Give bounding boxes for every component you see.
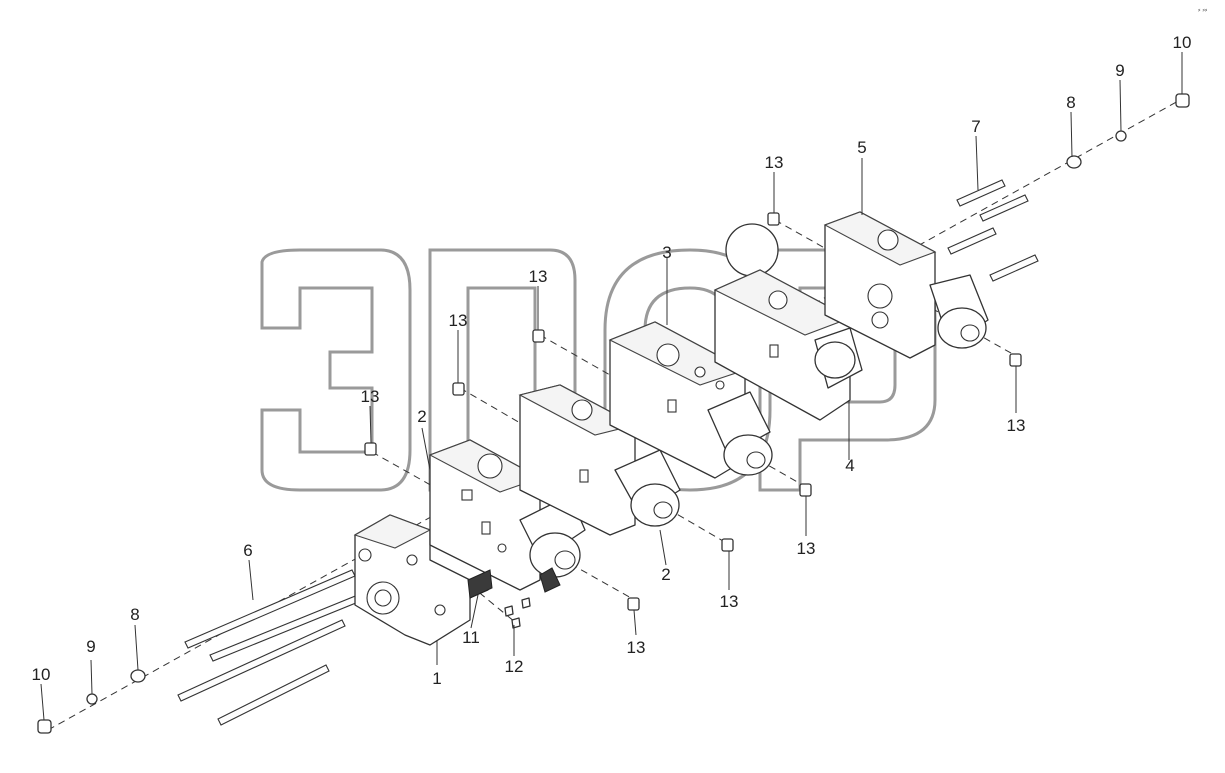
leader-10: [40, 683, 45, 721]
plug-13: [767, 212, 780, 226]
washer-9: [1115, 130, 1127, 142]
screw-12: [521, 597, 531, 609]
work-section-2: [428, 439, 586, 593]
plug-13: [532, 329, 545, 343]
callout-7: 7: [971, 117, 980, 136]
callout-13: 13: [449, 311, 468, 330]
washer-8: [130, 669, 146, 683]
callout-8: 8: [1066, 93, 1075, 112]
screw-12: [511, 617, 521, 629]
callout-2: 2: [417, 407, 426, 426]
callout-9: 9: [1115, 61, 1124, 80]
plug-13: [1009, 353, 1022, 367]
callout-13: 13: [797, 539, 816, 558]
callout-12: 12: [505, 657, 524, 676]
callout-13: 13: [361, 387, 380, 406]
callout-8: 8: [130, 605, 139, 624]
nut-10: [1175, 93, 1190, 108]
callout-13: 13: [765, 153, 784, 172]
plug-13: [627, 597, 640, 611]
callout-5: 5: [857, 138, 866, 157]
plug-13: [452, 382, 465, 396]
callout-13: 13: [529, 267, 548, 286]
corner-mark: ⸗ ⸗⸗: [1198, 6, 1208, 14]
inlet-section-1: [353, 514, 489, 646]
work-section-3: [608, 321, 773, 479]
callout-13: 13: [720, 592, 739, 611]
plug-13: [721, 538, 734, 552]
plug-13: [799, 483, 812, 497]
callout-3: 3: [662, 243, 671, 262]
plug-13: [364, 442, 377, 456]
plate-11: [467, 569, 493, 599]
callout-1: 1: [432, 669, 441, 688]
washer-9: [86, 693, 98, 705]
callout-4: 4: [845, 456, 854, 475]
outlet-section-5: [823, 211, 989, 359]
callout-6: 6: [243, 541, 252, 560]
washer-8: [1066, 155, 1082, 169]
callout-11: 11: [462, 628, 480, 647]
work-section-2b: [518, 384, 681, 536]
nut-10: [37, 719, 52, 734]
screw-12: [504, 605, 514, 617]
callouts: 1 2 2 3 4 5 6 7 8 8 9 9 10 10 11 12 13 1…: [32, 33, 1192, 688]
leader-lines: [90, 52, 1183, 695]
callout-9: 9: [86, 637, 95, 656]
callout-2: 2: [661, 565, 670, 584]
work-section-4: [713, 223, 863, 421]
hardware: [37, 93, 1190, 734]
callout-13: 13: [1007, 416, 1026, 435]
callout-10: 10: [1173, 33, 1192, 52]
tie-rods-short: [947, 179, 1039, 282]
callout-13: 13: [627, 638, 646, 657]
tie-rods-long: [177, 569, 384, 726]
callout-10: 10: [32, 665, 51, 684]
